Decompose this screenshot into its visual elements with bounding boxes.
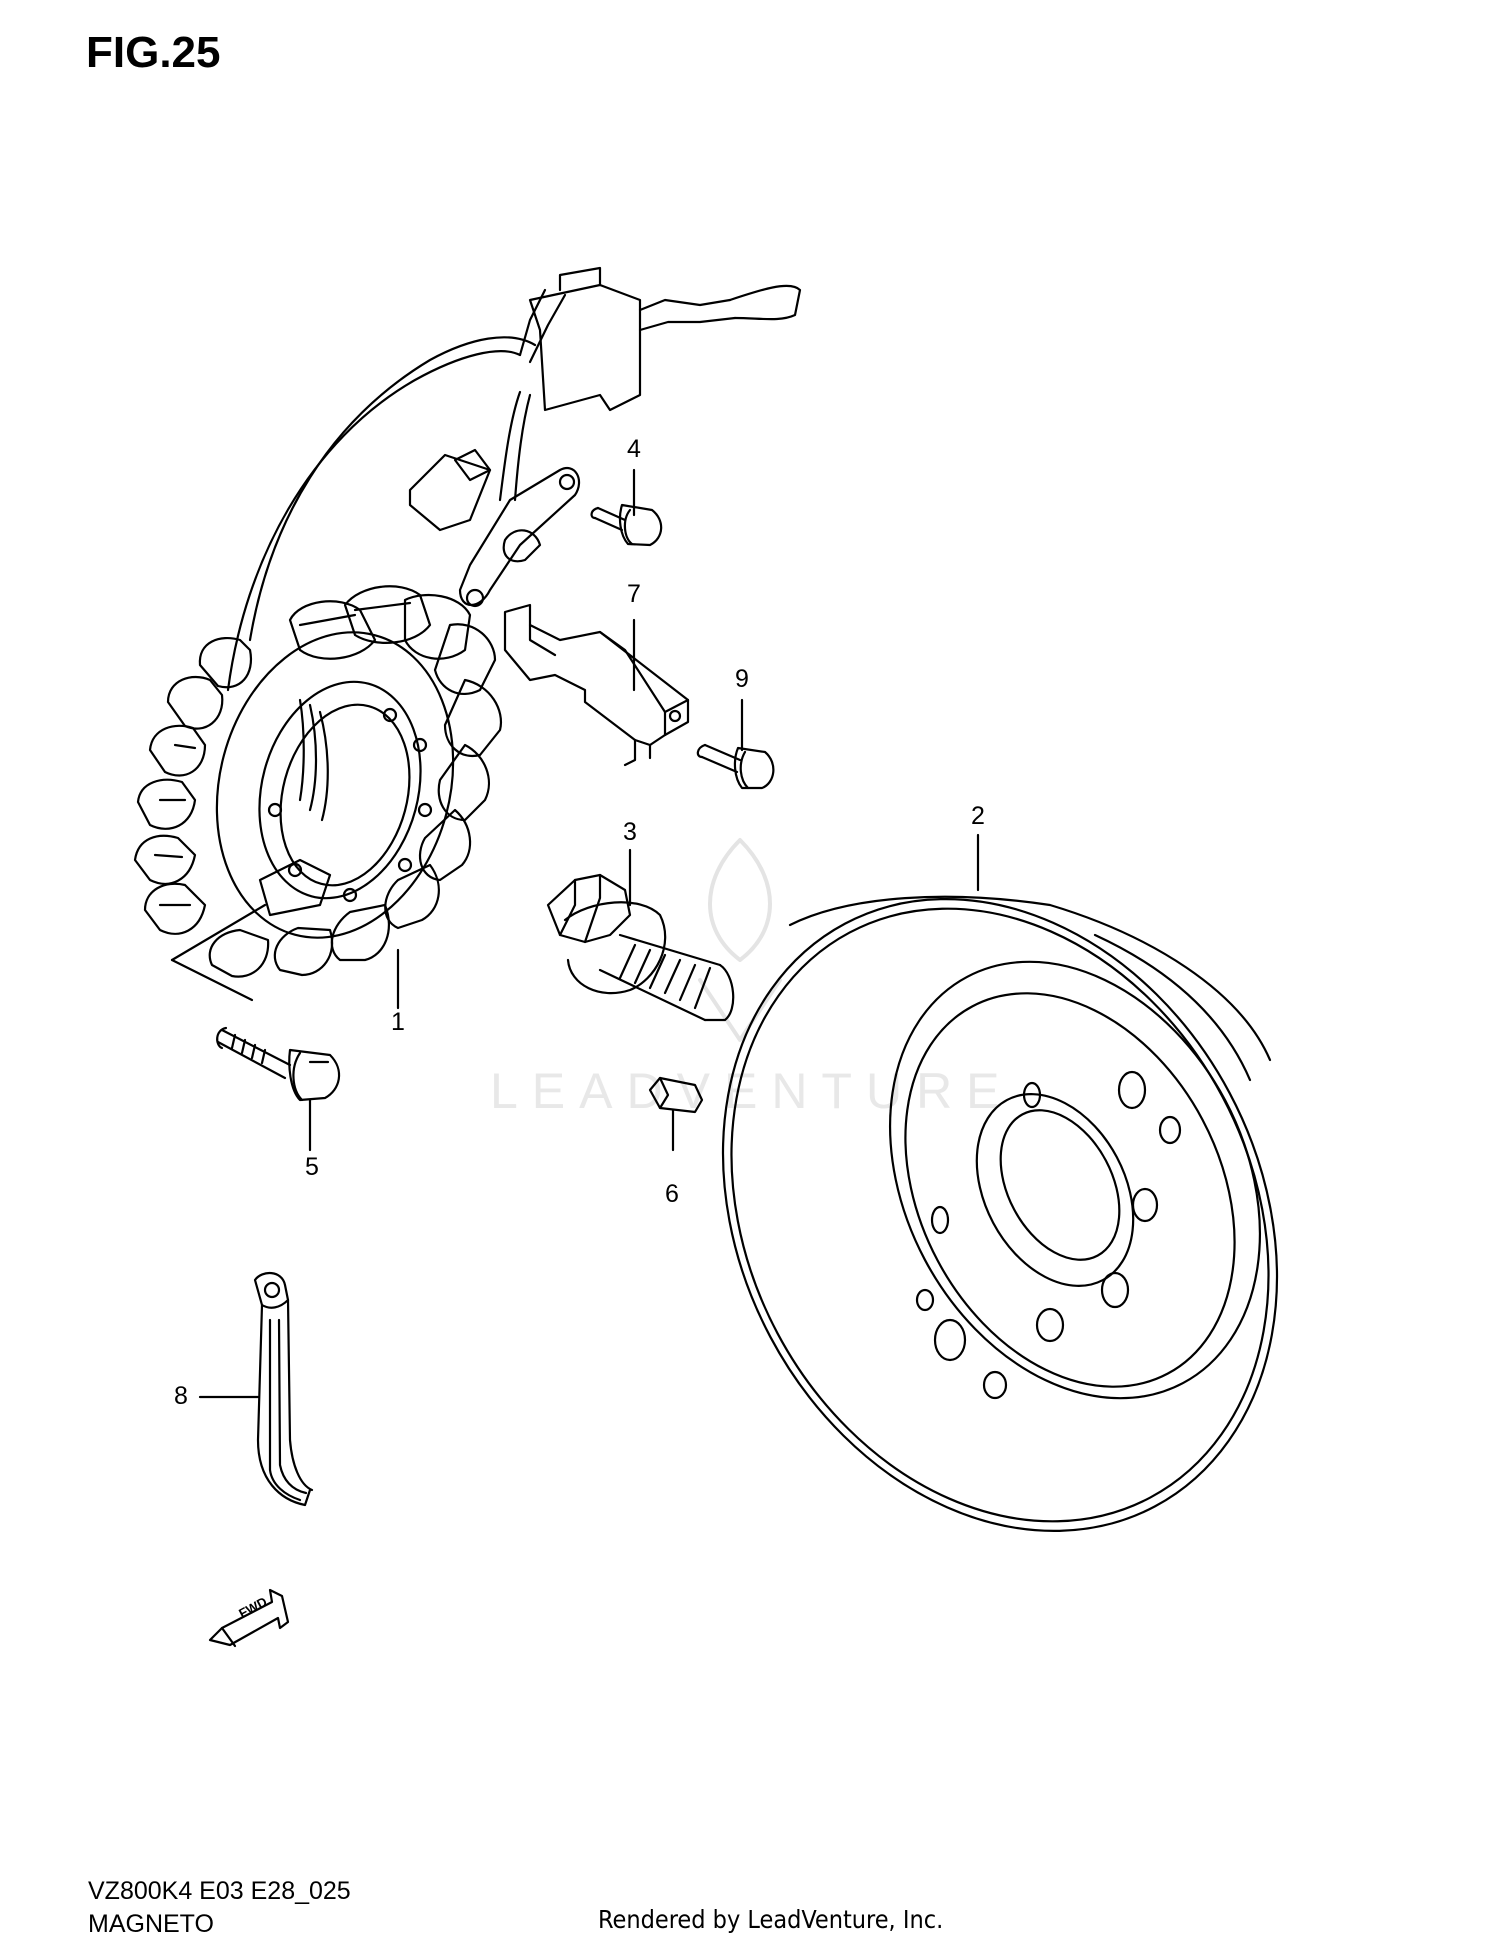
section-name: MAGNETO [88,1910,214,1938]
rotor-bolt [546,873,735,1022]
callout-7: 7 [627,580,641,608]
stator-coils [133,585,503,978]
bracket-bolt [590,503,663,547]
woodruff-key [648,1076,704,1114]
forward-arrow-icon [208,1588,290,1648]
callout-4: 4 [627,435,641,463]
model-code: VZ800K4 E03 E28_025 [88,1877,351,1905]
watermark-flame-icon [698,838,782,1042]
stator-screw [216,1026,341,1102]
callout-5: 5 [305,1153,319,1181]
rotor-flywheel [721,895,1279,1533]
stator-assembly [133,266,802,978]
svg-text:LEADVENTURE: LEADVENTURE [490,1063,1014,1119]
callout-1: 1 [391,1008,405,1036]
bracket-screw [696,743,775,790]
wire-tie-strap [253,1272,314,1507]
render-credit: Rendered by LeadVenture, Inc. [598,1905,944,1934]
bracket [503,603,690,767]
callout-2: 2 [971,802,985,830]
callout-8: 8 [174,1382,188,1410]
callout-9: 9 [735,665,749,693]
figure-title: FIG.25 [86,28,221,77]
watermark-logo: LEADVENTURE [490,1060,1090,1132]
callout-3: 3 [623,818,637,846]
callout-6: 6 [665,1180,679,1208]
